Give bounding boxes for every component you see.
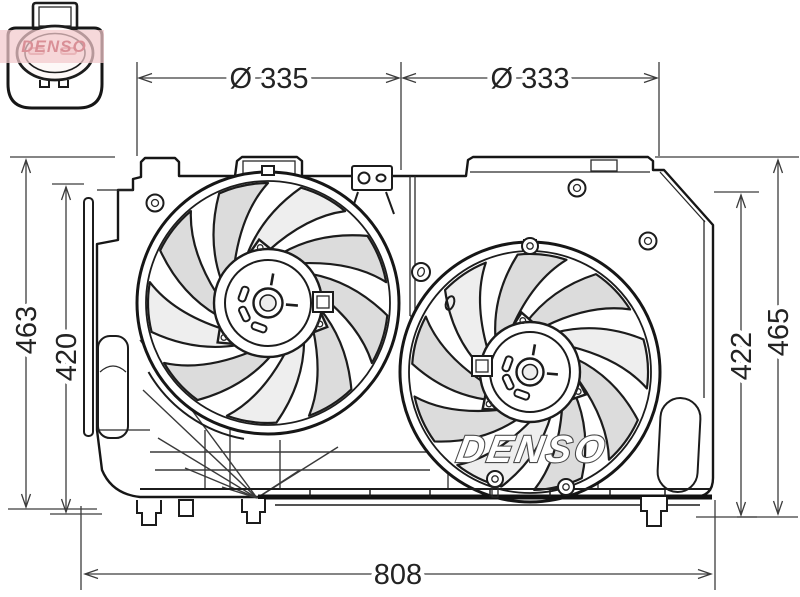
lower-left-panel bbox=[97, 335, 129, 439]
dimension-annotations: Ø 335 Ø 333 463 420 422 bbox=[7, 59, 800, 596]
dim-label-fan1-diameter: Ø 335 bbox=[230, 63, 309, 95]
dimension-right-inner-height: 422 bbox=[722, 193, 763, 517]
right-fan-hub bbox=[471, 310, 588, 424]
screw-boss bbox=[145, 178, 658, 311]
dim-label-left-outer-height: 463 bbox=[11, 306, 43, 354]
left-fan bbox=[134, 165, 401, 440]
left-fan-hub bbox=[212, 237, 334, 359]
dim-label-left-inner-height: 420 bbox=[51, 333, 83, 381]
right-fan bbox=[398, 239, 663, 504]
dim-label-fan2-diameter: Ø 333 bbox=[491, 63, 570, 95]
left-mounting-channel bbox=[83, 197, 94, 437]
dimension-fan2-diameter: Ø 333 bbox=[401, 59, 659, 100]
dimension-fan1-diameter: Ø 335 bbox=[137, 59, 401, 100]
dim-label-overall-width: 808 bbox=[374, 559, 422, 591]
denso-watermark-band bbox=[0, 30, 104, 63]
dim-label-right-inner-height: 422 bbox=[726, 332, 758, 380]
right-side-cutout bbox=[656, 397, 702, 493]
mounting-feet bbox=[136, 497, 668, 527]
shroud-ribs bbox=[139, 339, 599, 499]
dimension-overall-width: 808 bbox=[83, 555, 713, 596]
dimension-left-inner-height: 420 bbox=[47, 185, 88, 514]
dimension-right-outer-height: 465 bbox=[759, 158, 800, 516]
dim-label-right-outer-height: 465 bbox=[763, 308, 795, 356]
shroud-front-details bbox=[136, 178, 712, 527]
bottom-rail bbox=[140, 488, 712, 506]
dimension-left-outer-height: 463 bbox=[7, 158, 48, 509]
denso-connector-watermark: DENSO bbox=[21, 37, 86, 56]
left-fan-ring-inner bbox=[145, 180, 391, 426]
denso-brand-watermark: DENSO bbox=[453, 428, 611, 471]
connector-plug-thumbnail: DENSO bbox=[0, 1, 104, 110]
